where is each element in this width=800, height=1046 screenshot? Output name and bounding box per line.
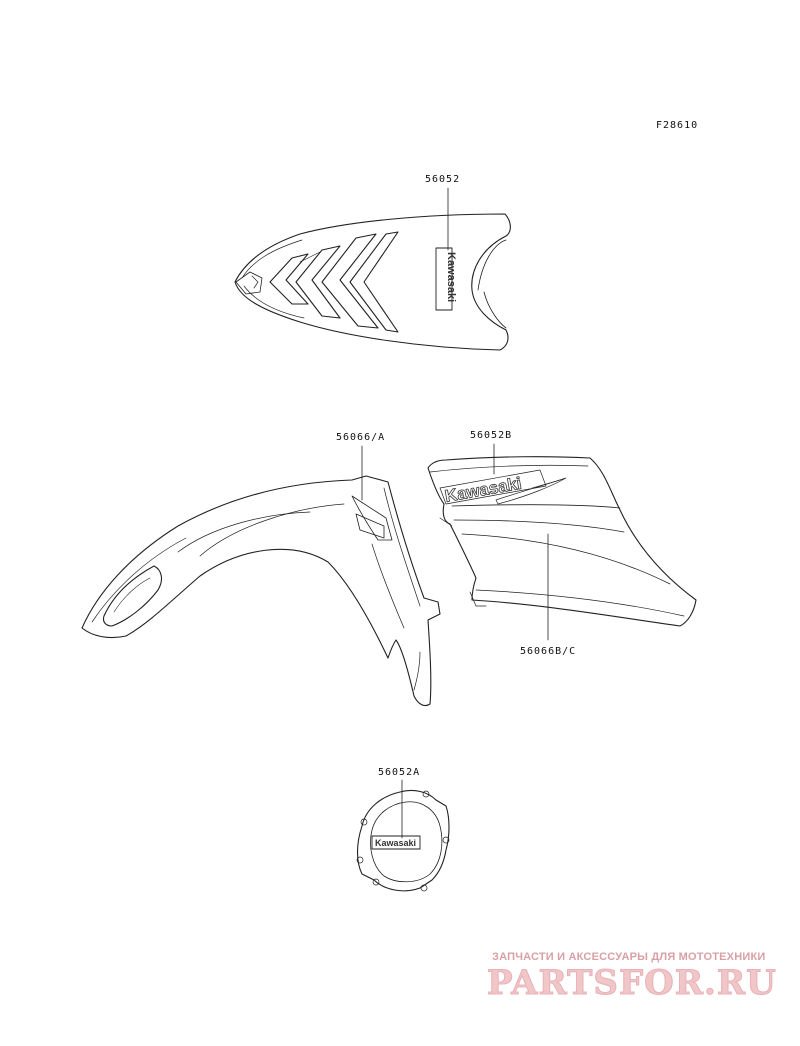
side-shroud-left	[81, 475, 441, 707]
decal-brand-shroud: Kawasaki	[443, 474, 523, 506]
part-label-56052b[interactable]: 56052B	[470, 430, 513, 441]
part-label-56066-a[interactable]: 56066/A	[336, 432, 386, 443]
front-fender-cover: Kawasaki	[234, 213, 511, 351]
decal-brand-fender: Kawasaki	[445, 252, 457, 302]
watermark-tagline: ЗАПЧАСТИ И АКСЕССУАРЫ ДЛЯ МОТОТЕХНИКИ	[492, 951, 766, 963]
side-shroud-right: Kawasaki	[427, 456, 697, 627]
engine-cover: Kawasaki	[356, 789, 450, 892]
part-label-56052a[interactable]: 56052A	[378, 767, 421, 778]
decal-brand-cover: Kawasaki	[375, 838, 416, 848]
figure-code: F28610	[656, 120, 699, 131]
watermark-logo: PARTSFOR.RU	[487, 963, 777, 1004]
part-label-56066b-c[interactable]: 56066B/C	[520, 646, 577, 657]
part-label-56052[interactable]: 56052	[425, 174, 461, 185]
